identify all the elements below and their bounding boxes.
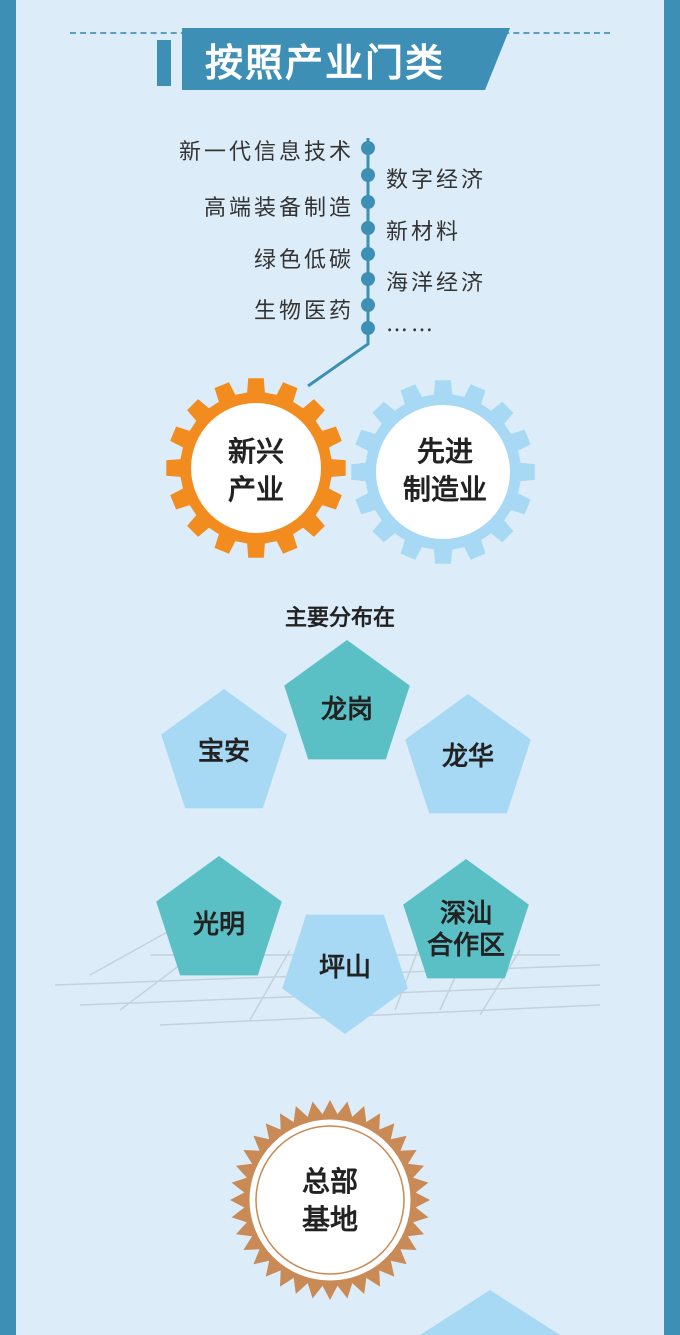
pentagon-guangming bbox=[156, 856, 282, 976]
pentagon-shenshan bbox=[403, 859, 529, 979]
bottom-partial-shape bbox=[420, 1290, 560, 1335]
advanced-line2: 制造业 bbox=[402, 473, 487, 506]
timeline-dots bbox=[361, 141, 375, 335]
advanced-line1: 先进 bbox=[416, 435, 473, 468]
hq-label: 总部 基地 bbox=[270, 1163, 390, 1239]
left-side-bar bbox=[0, 0, 16, 1335]
area-baoan-line1: 宝安 bbox=[197, 737, 251, 767]
emerging-industry-label: 新兴 产业 bbox=[196, 433, 316, 509]
area-baoan: 宝安 bbox=[198, 736, 250, 768]
timeline-connector bbox=[307, 330, 370, 388]
page-title: 按照产业门类 bbox=[205, 40, 446, 85]
title-accent-bar bbox=[157, 40, 171, 86]
industry-item-left-4: 生物医药 bbox=[253, 299, 354, 324]
industry-item-right-4: …… bbox=[386, 312, 436, 337]
blue-gear bbox=[351, 380, 535, 564]
area-pingshan-line1: 坪山 bbox=[318, 953, 372, 983]
industry-item-left-1: 新一代信息技术 bbox=[178, 140, 354, 165]
area-shenshan-line1: 深汕 bbox=[439, 899, 493, 929]
hq-gear bbox=[230, 1100, 430, 1300]
industry-item-right-3: 海洋经济 bbox=[386, 271, 487, 296]
area-guangming-line1: 光明 bbox=[192, 910, 246, 940]
area-longgang: 龙岗 bbox=[321, 694, 373, 726]
industry-item-left-3: 绿色低碳 bbox=[253, 248, 354, 273]
pentagon-longhua bbox=[405, 694, 531, 814]
area-longgang-line1: 龙岗 bbox=[320, 695, 374, 725]
hq-line1: 总部 bbox=[301, 1165, 358, 1198]
distribution-heading: 主要分布在 bbox=[284, 606, 395, 631]
right-side-bar bbox=[664, 0, 680, 1335]
area-guangming: 光明 bbox=[193, 909, 245, 941]
area-pingshan: 坪山 bbox=[319, 952, 371, 984]
pentagon-baoan bbox=[161, 689, 287, 809]
area-longhua-line1: 龙华 bbox=[441, 742, 495, 772]
emerging-line1: 新兴 bbox=[227, 435, 284, 468]
area-longhua: 龙华 bbox=[442, 741, 494, 773]
pentagon-longgang bbox=[284, 640, 410, 760]
area-shenshan: 深汕 合作区 bbox=[427, 898, 505, 962]
pentagon-pingshan bbox=[282, 914, 408, 1034]
title-banner bbox=[182, 28, 510, 90]
industry-item-right-1: 数字经济 bbox=[386, 168, 487, 193]
area-shenshan-line2: 合作区 bbox=[426, 931, 506, 961]
hq-line2: 基地 bbox=[301, 1203, 358, 1236]
industry-item-right-2: 新材料 bbox=[386, 220, 462, 245]
orange-gear bbox=[166, 378, 346, 558]
advanced-manufacturing-label: 先进 制造业 bbox=[380, 433, 510, 509]
emerging-line2: 产业 bbox=[227, 473, 284, 506]
industry-item-left-2: 高端装备制造 bbox=[203, 196, 354, 221]
